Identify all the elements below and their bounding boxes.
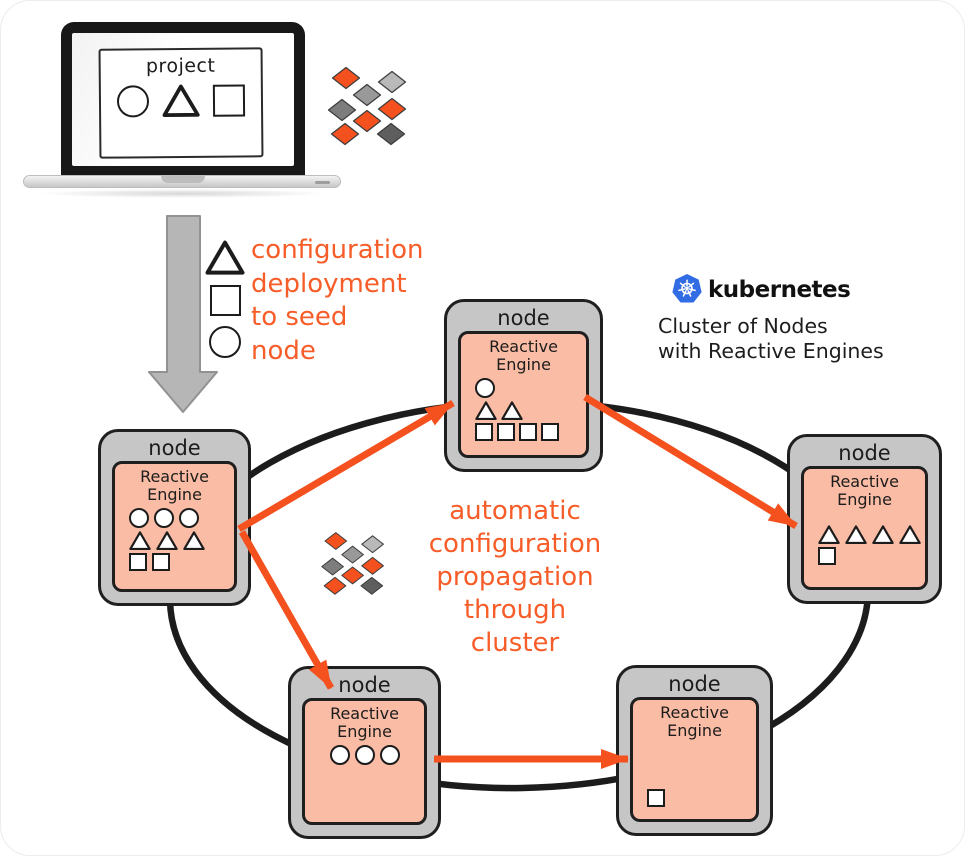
deploy-caption-line: deployment (251, 268, 407, 299)
reactive-engine-box: Reactive Engine (801, 466, 928, 590)
diamond-cluster-logo-top (327, 66, 407, 146)
propagation-caption-line: propagation (436, 562, 594, 592)
reactive-engine-box: Reactive Engine (302, 698, 427, 825)
triangle-shape (501, 401, 523, 420)
propagation-caption-line: cluster (470, 628, 560, 658)
triangle-shape (899, 525, 921, 544)
cluster-caption-line: with Reactive Engines (658, 338, 884, 363)
shape-row (129, 531, 228, 550)
laptop-base (23, 175, 341, 188)
node-title: node (497, 306, 550, 330)
propagation-caption-line: through (463, 595, 567, 625)
diamond-cluster-logo-center (321, 532, 384, 595)
triangle-shape (129, 531, 151, 550)
square-shape (647, 789, 665, 807)
node-title: node (668, 672, 721, 696)
project-title: project (145, 54, 216, 78)
deploy-caption: configuration deployment to seed node (251, 234, 423, 368)
shape-row (647, 789, 750, 807)
triangle-shape (872, 525, 894, 544)
reactive-engine-label: Reactive Engine (489, 337, 558, 374)
circle-shape (116, 85, 150, 118)
square-shape (497, 423, 515, 442)
engine-config-shapes (121, 507, 228, 572)
project-shapes (116, 83, 246, 118)
engine-config-shapes (467, 377, 580, 442)
deploy-caption-line: node (251, 335, 316, 366)
square-shape (209, 285, 241, 317)
deploy-down-arrow (148, 215, 218, 413)
laptop-base-notch (161, 176, 205, 183)
circle-shape (209, 326, 241, 359)
shape-row (818, 525, 921, 544)
triangle-shape (162, 84, 200, 118)
node-title: node (838, 441, 891, 465)
square-shape (475, 423, 493, 442)
circle-shape (354, 744, 375, 765)
shape-row (818, 547, 919, 566)
right-node: node Reactive Engine (787, 434, 942, 604)
circle-shape (154, 507, 174, 528)
bottom-left-node: node Reactive Engine (288, 666, 441, 839)
deploy-caption-line: configuration (251, 235, 424, 265)
deploy-caption-line: to seed (251, 302, 348, 332)
square-shape (129, 553, 147, 572)
reactive-engine-box: Reactive Engine (630, 697, 759, 822)
circle-shape (475, 377, 495, 398)
propagation-caption-line: configuration (428, 529, 602, 559)
circle-shape (129, 507, 149, 528)
reactive-engine-label: Reactive Engine (830, 472, 899, 509)
circle-shape (179, 507, 199, 528)
triangle-shape (475, 401, 497, 420)
engine-config-shapes (810, 525, 921, 566)
square-shape (152, 553, 170, 572)
laptop-shadow (35, 189, 330, 198)
propagation-caption-line: automatic (449, 496, 581, 526)
square-shape (519, 423, 537, 442)
project-card: project (98, 47, 264, 159)
kubernetes-icon (672, 274, 702, 303)
square-shape (212, 84, 246, 118)
laptop-base-slot (315, 181, 330, 184)
kubernetes-wordmark: kubernetes (708, 277, 851, 303)
node-title: node (148, 436, 201, 460)
top-node: node Reactive Engine (444, 299, 603, 472)
circle-shape (379, 744, 400, 765)
reactive-engine-label: Reactive Engine (140, 467, 209, 504)
triangle-shape (156, 531, 178, 550)
square-shape (818, 547, 836, 566)
node-title: node (338, 673, 391, 697)
shape-row (475, 377, 580, 398)
reactive-engine-label: Reactive Engine (660, 703, 729, 740)
engine-config-shapes (311, 744, 418, 765)
cluster-caption-line: Cluster of Nodes (658, 314, 828, 338)
engine-config-shapes (639, 789, 750, 807)
reactive-engine-box: Reactive Engine (112, 461, 237, 592)
reactive-engine-box: Reactive Engine (458, 331, 589, 458)
triangle-shape (183, 531, 205, 550)
shape-row (209, 285, 241, 317)
cluster-caption: Cluster of Nodes with Reactive Engines (658, 314, 884, 363)
triangle-shape (845, 525, 867, 544)
shape-row (209, 326, 241, 359)
triangle-shape (818, 525, 840, 544)
reactive-engine-label: Reactive Engine (330, 704, 399, 741)
shape-row (205, 240, 245, 275)
seed-node: node Reactive Engine (98, 429, 251, 606)
circle-shape (329, 744, 350, 765)
shape-row (129, 553, 228, 572)
bottom-right-node: node Reactive Engine (616, 665, 773, 836)
shape-row (116, 83, 246, 118)
shape-row (129, 507, 228, 528)
square-shape (541, 423, 559, 442)
shape-row (475, 423, 580, 442)
propagation-caption: automatic configuration propagation thro… (389, 495, 641, 660)
deploy-config-shapes (205, 240, 245, 359)
shape-row (311, 744, 418, 765)
triangle-shape (205, 240, 245, 275)
shape-row (475, 401, 580, 420)
